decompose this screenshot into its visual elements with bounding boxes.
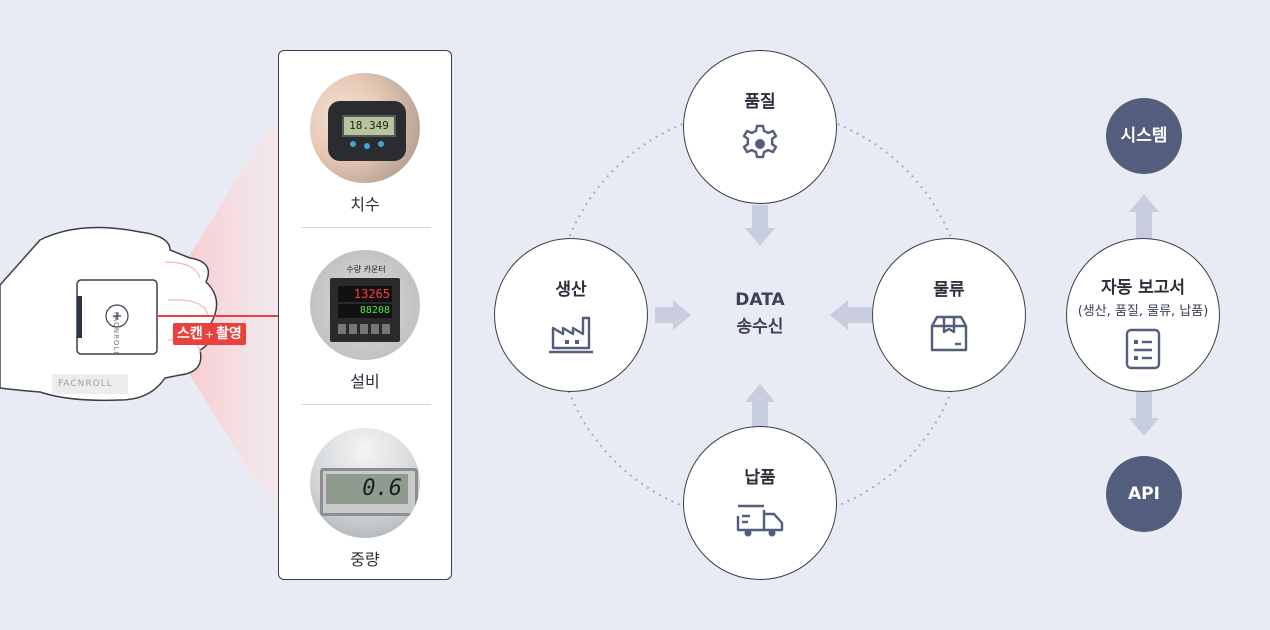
panel-item-equipment: 수량 카운터 13265 88208 설비: [279, 250, 451, 392]
node-production: 생산: [494, 238, 648, 392]
badge-scan-text: 스캔: [177, 326, 203, 342]
arrow-bottom-shaft: [752, 400, 768, 427]
center-line2: 송수신: [736, 317, 784, 337]
factory-icon: [549, 316, 593, 354]
counter-display-bottom: 88208: [338, 304, 392, 318]
panel-label-dimension: 치수: [350, 195, 380, 214]
node-quality: 품질: [683, 50, 837, 204]
arrow-top-head: [745, 228, 775, 246]
node-logistics-label: 물류: [933, 280, 965, 300]
arrow-report-up-shaft: [1136, 210, 1152, 240]
node-logistics: 물류: [872, 238, 1026, 392]
panel-divider: [301, 404, 431, 405]
panel-label-equipment: 설비: [350, 372, 380, 391]
arrow-report-down-head: [1129, 418, 1159, 436]
badge-plus-text: +: [204, 328, 214, 341]
micrometer-display: 18.349: [342, 115, 396, 137]
arrow-report-down-shaft: [1136, 390, 1152, 420]
measurement-panel: 18.349 치수 수량 카운터 13265 88208 설비 0.6 중량: [278, 50, 452, 580]
scale-photo: 0.6: [310, 428, 420, 538]
counter-display-top: 13265: [338, 286, 392, 302]
arrow-report-up-head: [1129, 194, 1159, 212]
counter-photo: 수량 카운터 13265 88208: [310, 250, 420, 360]
box-icon: [930, 315, 968, 352]
arrow-left-shaft: [655, 307, 675, 323]
node-production-label: 생산: [555, 280, 587, 300]
center-line1: DATA: [735, 290, 785, 310]
center-data-label: DATA 송수신: [700, 287, 820, 341]
scanner-illustration: FACNROLL FACNROLL 스캔+촬영: [0, 0, 290, 630]
scan-capture-badge: 스캔+촬영: [173, 323, 246, 345]
glove-brand-text: FACNROLL: [58, 379, 113, 389]
panel-label-weight: 중량: [350, 550, 380, 569]
counter-header: 수량 카운터: [346, 265, 386, 274]
api-node: API: [1106, 456, 1182, 532]
arrow-bottom-head: [745, 384, 775, 402]
node-delivery-label: 납품: [744, 468, 776, 488]
node-delivery: 납품: [683, 426, 837, 580]
report-subtitle: (생산, 품질, 물류, 납품): [1077, 304, 1209, 319]
report-title: 자동 보고서: [1100, 278, 1186, 298]
node-quality-label: 품질: [744, 92, 776, 112]
badge-capture-text: 촬영: [215, 326, 242, 342]
panel-item-weight: 0.6 중량: [279, 428, 451, 570]
truck-icon: [736, 504, 784, 537]
arrow-right-head: [830, 300, 848, 330]
report-node: 자동 보고서 (생산, 품질, 물류, 납품): [1066, 238, 1220, 392]
arrow-left-head: [673, 300, 691, 330]
arrow-right-shaft: [846, 307, 872, 323]
document-icon: [1125, 328, 1161, 370]
panel-divider: [301, 227, 431, 228]
gear-icon: [742, 124, 778, 159]
panel-item-dimension: 18.349 치수: [279, 73, 451, 215]
system-node: 시스템: [1106, 98, 1182, 174]
scale-display: 0.6: [326, 474, 408, 504]
arrow-top-shaft: [752, 205, 768, 230]
micrometer-photo: 18.349: [310, 73, 420, 183]
